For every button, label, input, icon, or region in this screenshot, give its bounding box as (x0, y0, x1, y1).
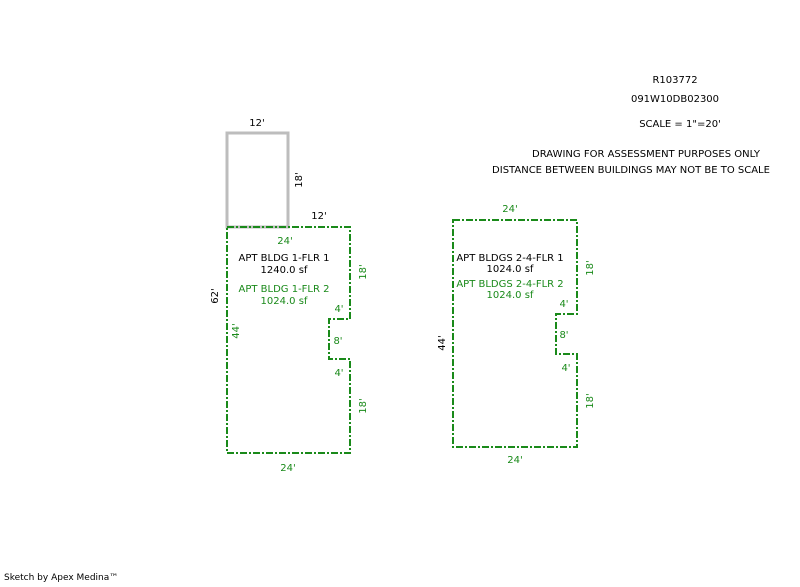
building-a-floor1-area: 1240.0 sf (261, 265, 308, 276)
building-b-notch-bottom-dim: 4' (561, 363, 570, 374)
building-b-floor2-label: APT BLDGS 2-4-FLR 2 (456, 279, 563, 290)
building-a-notch-bottom-dim: 4' (334, 368, 343, 379)
footer-credit: Sketch by Apex Medina™ (4, 573, 119, 583)
building-a-right-upper-dim: 18' (358, 264, 369, 279)
building-b-floor1-label: APT BLDGS 2-4-FLR 1 (456, 253, 563, 264)
addition-side-dim: 18' (294, 172, 305, 187)
building-b-outline (452, 219, 578, 448)
scale-label: SCALE = 1"=20' (639, 119, 721, 130)
building-b-bottom-dim: 24' (507, 455, 522, 466)
building-b-right-upper-dim: 18' (585, 260, 596, 275)
assessment-note: DRAWING FOR ASSESSMENT PURPOSES ONLY (532, 149, 761, 160)
building-a-overall-dim: 62' (210, 288, 221, 303)
building-a-top-dim: 24' (277, 236, 292, 247)
addition-right-dim: 12' (311, 211, 326, 222)
building-a-bottom-dim: 24' (280, 463, 295, 474)
building-a-floor1-label: APT BLDG 1-FLR 1 (238, 253, 329, 264)
building-a-floor2-area: 1024.0 sf (261, 296, 308, 307)
building-a-outline (226, 226, 351, 454)
building-a-left-dim: 44' (231, 323, 242, 338)
building-b-right-lower-dim: 18' (585, 393, 596, 408)
building-b-left-dim: 44' (437, 335, 448, 350)
addition-top-dim: 12' (249, 118, 264, 129)
building-a-addition (225, 131, 290, 229)
building-b-floor1-area: 1024.0 sf (487, 264, 534, 275)
parcel-id: R103772 (652, 75, 697, 86)
building-b-floor2-area: 1024.0 sf (487, 290, 534, 301)
building-a-notch-depth-dim: 8' (333, 336, 342, 347)
building-a-floor2-label: APT BLDG 1-FLR 2 (238, 284, 329, 295)
distance-note: DISTANCE BETWEEN BUILDINGS MAY NOT BE TO… (492, 165, 770, 176)
parcel-number: 091W10DB02300 (631, 94, 719, 105)
building-b-notch-depth-dim: 8' (559, 330, 568, 341)
building-b-top-dim: 24' (502, 204, 517, 215)
building-a-right-lower-dim: 18' (358, 398, 369, 413)
building-b-notch-top-dim: 4' (559, 299, 568, 310)
building-a-notch-top-dim: 4' (334, 304, 343, 315)
